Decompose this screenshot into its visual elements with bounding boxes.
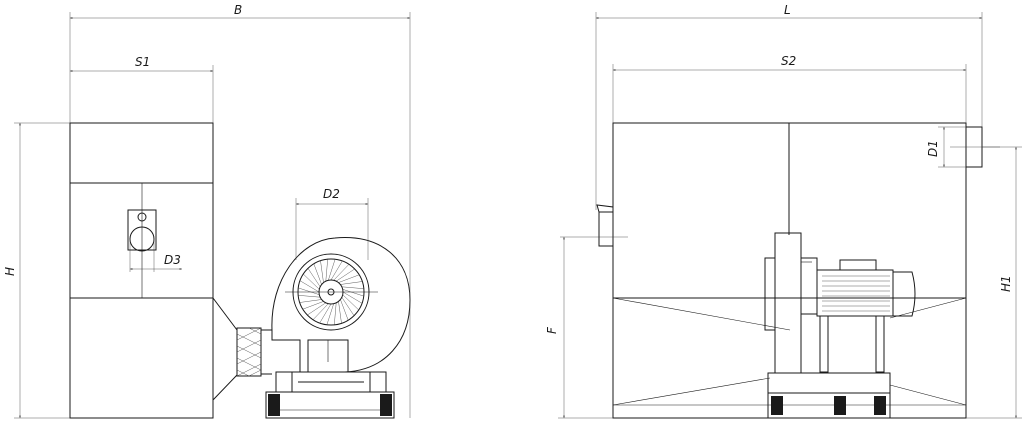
impeller-blade bbox=[330, 260, 343, 281]
dim-h1: H1 bbox=[999, 275, 1013, 292]
impeller-blade bbox=[307, 302, 326, 316]
fan-frame bbox=[265, 391, 395, 419]
impeller-blade bbox=[338, 274, 360, 283]
dim-h: H bbox=[3, 267, 17, 276]
impeller-blade bbox=[341, 286, 364, 289]
impeller-blade bbox=[342, 289, 364, 297]
impeller-blades bbox=[298, 259, 364, 325]
motor-fan-cover bbox=[892, 271, 916, 317]
impeller-blade bbox=[340, 281, 363, 285]
dim-f: F bbox=[545, 326, 559, 334]
side-dimensions: L S2 D1 H1 F bbox=[545, 3, 1022, 419]
side-damper-3 bbox=[874, 396, 886, 415]
impeller-blade bbox=[298, 295, 321, 298]
impeller-blade bbox=[341, 297, 355, 316]
impeller-blade bbox=[320, 260, 324, 283]
dim-b: B bbox=[234, 3, 242, 17]
inlet-pipe bbox=[598, 211, 614, 247]
dim-d3: D3 bbox=[164, 253, 181, 267]
impeller-blade bbox=[338, 301, 342, 324]
impeller-blade bbox=[299, 299, 322, 303]
front-cabinet-outline bbox=[69, 122, 214, 419]
motor bbox=[816, 269, 894, 317]
fan-volute bbox=[271, 237, 411, 373]
front-transition bbox=[212, 297, 238, 401]
dim-d1: D1 bbox=[926, 140, 940, 157]
impeller-blade bbox=[307, 268, 321, 287]
impeller-blade bbox=[325, 259, 328, 282]
motor-box bbox=[839, 259, 877, 271]
side-fan-body bbox=[774, 232, 802, 374]
front-view bbox=[69, 122, 411, 419]
port-bolt bbox=[137, 212, 147, 222]
impeller-blade bbox=[312, 303, 329, 320]
impeller-blade bbox=[340, 299, 349, 321]
impeller-blade bbox=[302, 301, 324, 310]
front-dimensions: B S1 D2 D3 H bbox=[3, 3, 411, 419]
motor-fins bbox=[822, 275, 890, 312]
side-base bbox=[767, 372, 891, 394]
impeller-blade bbox=[342, 291, 363, 304]
impeller-blade bbox=[342, 294, 359, 311]
impeller-blade bbox=[326, 303, 334, 325]
impeller-blade bbox=[319, 303, 332, 324]
side-fan-inlet bbox=[764, 257, 776, 331]
impeller-blade bbox=[303, 273, 320, 290]
side-damper-1 bbox=[771, 396, 783, 415]
side-view bbox=[560, 122, 1000, 419]
impeller-blade bbox=[313, 263, 322, 285]
impeller-blade bbox=[298, 287, 320, 295]
impeller-blade bbox=[328, 259, 336, 281]
port-plate bbox=[127, 209, 157, 251]
dim-d2: D2 bbox=[323, 187, 340, 201]
side-damper-2 bbox=[834, 396, 846, 415]
dim-l: L bbox=[784, 3, 791, 17]
impeller-blade bbox=[333, 264, 350, 281]
impeller-blade bbox=[299, 280, 320, 293]
damper-right bbox=[380, 394, 392, 416]
impeller-blade bbox=[336, 268, 355, 282]
damper-left bbox=[268, 394, 280, 416]
dim-s2: S2 bbox=[781, 54, 796, 68]
impeller-blade bbox=[334, 302, 337, 325]
dim-s1: S1 bbox=[135, 55, 150, 69]
